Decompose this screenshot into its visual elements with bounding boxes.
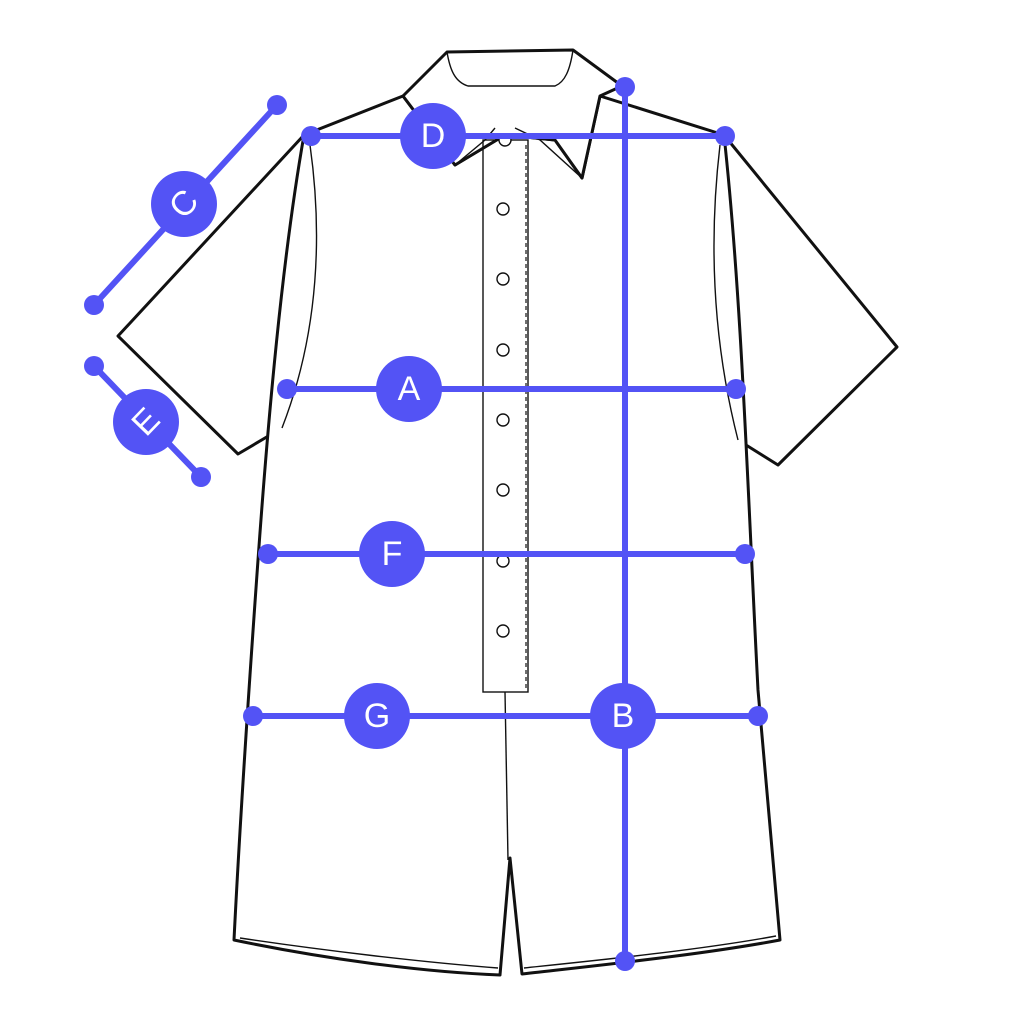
measure-endpoint: [84, 356, 104, 376]
measure-endpoint: [243, 706, 263, 726]
badge-d: [400, 103, 466, 169]
badge-a-label: A: [398, 370, 421, 408]
measurement-a: A: [277, 356, 746, 422]
measurement-b-badge: B: [590, 683, 656, 749]
badge-b-label: B: [612, 697, 635, 735]
measure-endpoint: [301, 126, 321, 146]
measure-endpoint: [715, 126, 735, 146]
badge-b: [590, 683, 656, 749]
measure-endpoint: [726, 379, 746, 399]
badge-c: [151, 171, 217, 237]
measurement-f: F: [258, 521, 755, 587]
right-leg-hem-line: [523, 935, 777, 969]
measure-endpoint: [267, 95, 287, 115]
badge-g-label: G: [364, 697, 390, 735]
button: [496, 202, 510, 216]
center-leg-seam: [504, 691, 509, 861]
badge-a: [376, 356, 442, 422]
collar-band-line: [446, 49, 574, 87]
measurement-e: E: [84, 356, 211, 487]
measurement-c: C: [84, 95, 287, 315]
badge-f-label: F: [382, 535, 403, 573]
badge-f: [359, 521, 425, 587]
measurement-overlay: D C E A: [84, 77, 768, 971]
right-armhole-seam: [713, 144, 739, 441]
measure-endpoint: [191, 467, 211, 487]
measure-endpoint: [615, 951, 635, 971]
measure-endpoint: [84, 295, 104, 315]
measure-endpoint: [735, 544, 755, 564]
measure-endpoint: [748, 706, 768, 726]
measure-endpoint: [615, 77, 635, 97]
romper-body: [232, 94, 782, 977]
measure-endpoint: [258, 544, 278, 564]
button: [496, 413, 510, 427]
measurement-d: D: [301, 103, 735, 169]
button: [496, 483, 510, 497]
right-sleeve: [722, 133, 899, 467]
left-leg-hem-line: [239, 937, 499, 969]
button: [496, 624, 510, 638]
badge-e: [113, 389, 179, 455]
button: [496, 272, 510, 286]
button: [496, 343, 510, 357]
badge-d-label: D: [421, 117, 446, 155]
measure-endpoint: [277, 379, 297, 399]
measurement-b: [615, 77, 635, 971]
badge-g: [344, 683, 410, 749]
measurement-g: G: [243, 683, 768, 749]
